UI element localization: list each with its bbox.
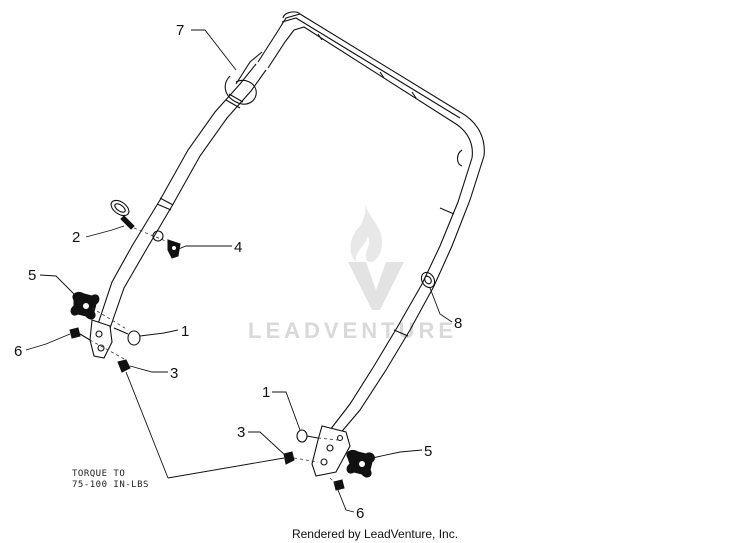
screw-part-left xyxy=(69,327,127,361)
handle-assembly xyxy=(89,11,485,477)
torque-note-line1: TORQUE TO xyxy=(72,469,125,479)
callout-3-right: 3 xyxy=(237,424,245,441)
watermark-text: LEADVENTURE xyxy=(248,318,457,343)
cable-guide-part xyxy=(152,230,181,259)
knob-part-left xyxy=(70,291,129,331)
callout-8: 8 xyxy=(454,315,462,332)
knob-part-right xyxy=(346,449,375,478)
torque-note: TORQUE TO 75-100 IN-LBS xyxy=(72,469,149,490)
bolt-part-left xyxy=(113,327,141,346)
cable-guide-part-right xyxy=(420,271,436,289)
callout-1-left: 1 xyxy=(181,323,189,340)
nut-part-left xyxy=(117,359,131,373)
callout-5-right: 5 xyxy=(424,443,432,460)
callout-1-right: 1 xyxy=(262,384,270,401)
torque-note-line2: 75-100 IN-LBS xyxy=(72,480,149,490)
callout-5-left: 5 xyxy=(28,267,36,284)
callout-2: 2 xyxy=(72,229,80,246)
callout-6-right: 6 xyxy=(356,505,364,522)
eyebolt-part xyxy=(110,199,169,243)
callouts: 7 2 4 5 1 6 3 8 1 3 5 6 xyxy=(14,22,462,522)
callout-7: 7 xyxy=(176,22,184,39)
bolt-part-right xyxy=(296,429,339,443)
nut-part-right xyxy=(283,451,319,465)
leadventure-logo-icon xyxy=(348,205,404,310)
footer-credit: Rendered by LeadVenture, Inc. xyxy=(292,527,458,541)
screw-part-right xyxy=(329,477,345,491)
watermark: LEADVENTURE xyxy=(248,205,457,343)
leader-lines xyxy=(25,29,453,513)
callout-3-left: 3 xyxy=(170,365,178,382)
callout-4: 4 xyxy=(234,239,242,256)
callout-6-left: 6 xyxy=(14,343,22,360)
